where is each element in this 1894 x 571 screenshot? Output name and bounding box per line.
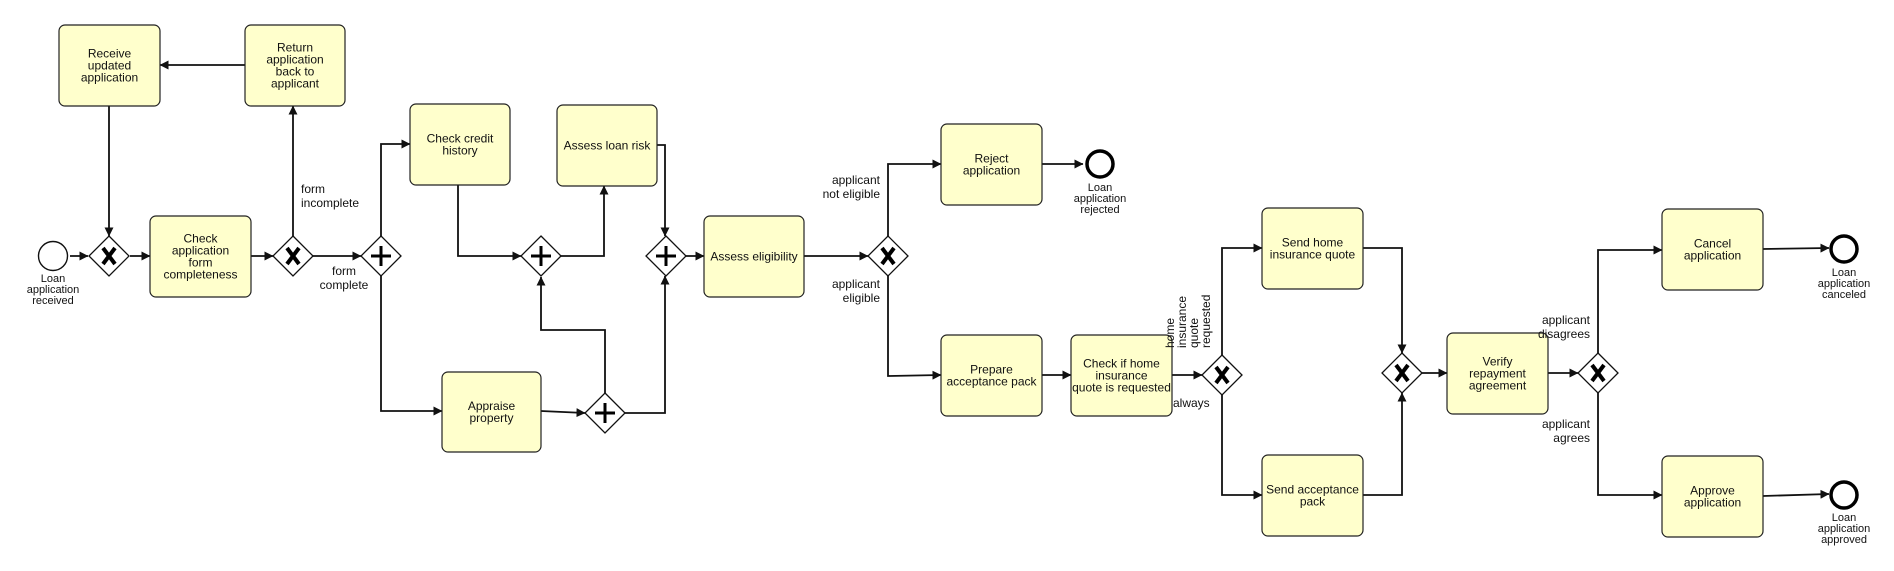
task-assess-eligibility[interactable]: Assess eligibility (703, 215, 805, 298)
end-event-approved[interactable] (1829, 480, 1859, 510)
parallel-marker-icon (531, 246, 551, 266)
gateway-parallel-split[interactable] (360, 235, 402, 277)
parallel-marker-icon (656, 246, 676, 266)
flow-cancel-to-end (1762, 243, 1830, 253)
task-assess-loan-risk[interactable]: Assess loan risk (556, 104, 658, 187)
gateway-exclusive-eligibility[interactable] (867, 235, 909, 277)
parallel-marker-icon (371, 246, 391, 266)
end-event-rejected[interactable] (1085, 149, 1115, 179)
flow-approve-to-end (1762, 489, 1830, 499)
exclusive-marker-icon (1394, 363, 1410, 383)
label-home-insurance-quote-requested: homeinsurancequoterequested (1163, 295, 1213, 348)
flow-risk-to-join (657, 144, 670, 237)
gateway-parallel-join[interactable] (645, 235, 687, 277)
parallel-marker-icon (595, 403, 615, 423)
flow-to-appraise (380, 276, 443, 416)
exclusive-marker-icon (285, 246, 301, 266)
flow-gw-to-risk (561, 185, 609, 257)
exclusive-marker-icon (880, 246, 896, 266)
gateway-parallel-credit[interactable] (520, 235, 562, 277)
end-event-canceled[interactable] (1829, 234, 1859, 264)
task-label: Assess loan risk (564, 139, 652, 153)
task-label: Assess eligibility (710, 250, 797, 264)
gateway-exclusive-completeness[interactable] (272, 235, 314, 277)
gateway-exclusive-insurance-split[interactable] (1201, 354, 1243, 396)
gateway-exclusive-merge[interactable] (88, 235, 130, 277)
flow-appraise-to-gw (540, 408, 586, 418)
flow-agrees (1597, 393, 1663, 500)
exclusive-marker-icon (1590, 363, 1606, 383)
gateway-exclusive-repayment[interactable] (1577, 352, 1619, 394)
label-always: always (1173, 396, 1210, 410)
exclusive-marker-icon (1214, 365, 1230, 385)
exclusive-marker-icon (101, 246, 117, 266)
flow-eligible (887, 276, 942, 380)
gateway-exclusive-insurance-join[interactable] (1381, 352, 1423, 394)
start-event[interactable] (37, 240, 69, 272)
flow-property-up (536, 276, 606, 393)
flow-quote-requested (1221, 243, 1263, 355)
flow-not-eligible (887, 159, 942, 236)
flow-property-right (625, 275, 670, 414)
flow-to-credit (380, 139, 411, 236)
flow-disagrees (1597, 245, 1663, 353)
flow-always (1221, 395, 1263, 500)
flow-acceptance-to-join (1363, 392, 1407, 496)
flow-credit-to-gw (457, 185, 522, 261)
flow-quote-to-join (1363, 247, 1407, 354)
gateway-parallel-property[interactable] (584, 392, 626, 434)
